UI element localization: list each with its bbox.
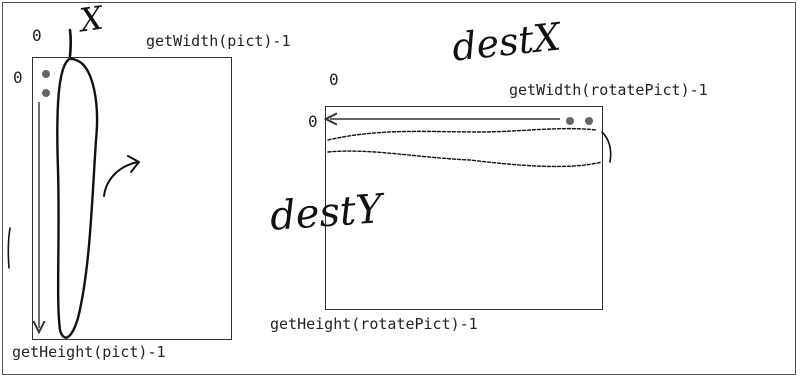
handwritten-wave xyxy=(327,127,597,141)
left-origin-top-label: 0 xyxy=(32,26,42,45)
handwritten-edge-mark xyxy=(7,227,11,269)
left-origin-left-label: 0 xyxy=(13,68,23,87)
handwritten-x-label: X xyxy=(77,0,106,40)
original-picture-box xyxy=(32,57,232,340)
handwritten-wave-end xyxy=(601,131,612,163)
right-origin-left-label: 0 xyxy=(308,112,318,131)
handwritten-rotate-arrow xyxy=(103,161,139,197)
handwritten-loop xyxy=(56,57,99,339)
pixel-dot xyxy=(42,70,50,78)
right-width-label: getWidth(rotatePict)-1 xyxy=(509,81,708,99)
rotated-picture-box xyxy=(325,106,603,310)
left-width-label: getWidth(pict)-1 xyxy=(146,32,291,50)
handwritten-tick xyxy=(68,28,73,58)
handwritten-wave xyxy=(327,150,603,168)
handwritten-rotate-arrowhead xyxy=(127,155,140,173)
outer-frame xyxy=(2,2,796,375)
handwritten-desty-label: destY xyxy=(268,186,384,240)
pixel-dot xyxy=(566,117,574,125)
pixel-dot xyxy=(42,89,50,97)
right-height-label: getHeight(rotatePict)-1 xyxy=(270,315,478,333)
pixel-dot xyxy=(585,117,593,125)
left-height-label: getHeight(pict)-1 xyxy=(12,343,166,361)
right-origin-top-label: 0 xyxy=(329,70,339,89)
